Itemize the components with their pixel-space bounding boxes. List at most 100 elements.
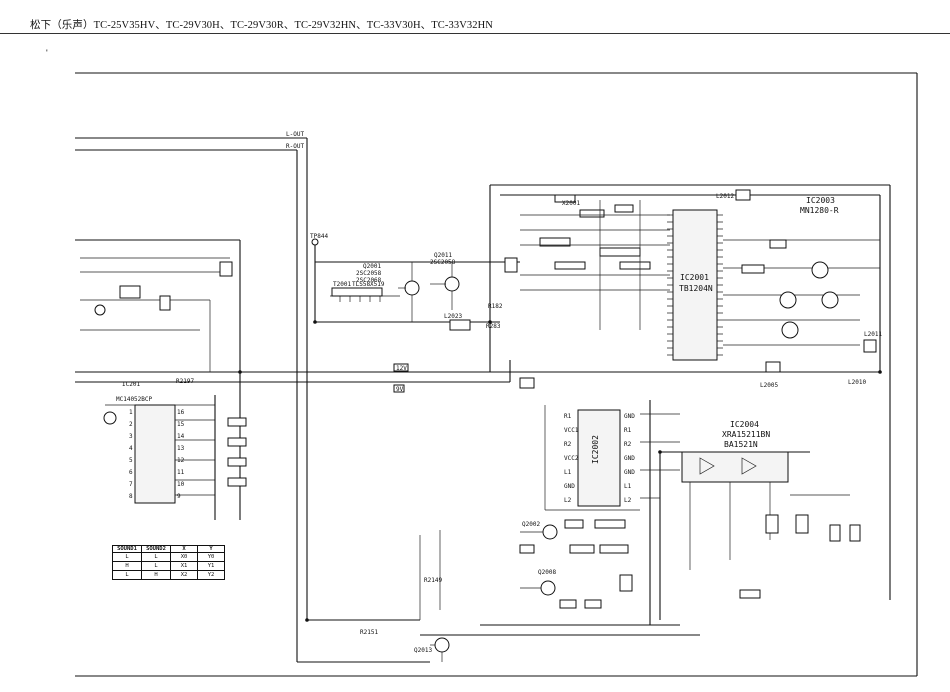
table-cell: Y0 xyxy=(197,552,225,562)
table-row: L L X0 Y0 xyxy=(112,552,225,562)
q2008-transistor xyxy=(520,580,556,596)
r283-label: R283 xyxy=(486,323,501,330)
table-cell: X0 xyxy=(170,552,198,562)
table-cell: Y2 xyxy=(197,570,225,580)
table-header: SOUND1 xyxy=(112,545,142,553)
v12-label: 12V xyxy=(396,365,407,372)
table-header: SOUND2 xyxy=(141,545,171,553)
tls-label: TLS58X519 xyxy=(352,281,385,288)
ic2002-right-pin: GND xyxy=(624,413,635,420)
ic201-right-pin: 16 xyxy=(177,409,185,416)
ic2002-label: IC2002 xyxy=(591,435,600,464)
ic2002-left-pin: L1 xyxy=(564,469,572,476)
page-title: 松下（乐声）TC-25V35HV、TC-29V30H、TC-29V30R、TC-… xyxy=(30,20,493,31)
l2023-label: L2023 xyxy=(444,313,462,320)
ic2002-left-pin: R2 xyxy=(564,441,572,448)
q2013-label: Q2013 xyxy=(414,647,432,654)
junctions xyxy=(238,320,882,622)
ic201-left-pin: 2 xyxy=(129,421,133,428)
ic201-right-pin: 12 xyxy=(177,457,185,464)
tp844-network xyxy=(311,238,400,322)
passive-cluster-top xyxy=(504,194,670,330)
ic201-left-pin: 6 xyxy=(129,469,133,476)
table-row: H L X1 Y1 xyxy=(112,561,225,571)
page-mark: ' xyxy=(46,48,48,58)
q2001-part2: 2SC2068 xyxy=(356,277,382,284)
q2002-label: Q2002 xyxy=(522,521,540,528)
ic2002-left-pin: VCC1 xyxy=(564,427,579,434)
table-cell: H xyxy=(141,570,171,580)
ic2001-part: TB1204N xyxy=(679,284,713,293)
ic201-left-pin: 3 xyxy=(129,433,133,440)
lower-passives xyxy=(419,519,633,620)
frame xyxy=(75,72,918,677)
ic2002-left-pin: L2 xyxy=(564,497,572,504)
ic201-right-pin: 9 xyxy=(177,493,181,500)
ic2002-left-pin: GND xyxy=(564,483,575,490)
ic201-right-pin: 15 xyxy=(177,421,185,428)
table-cell: Y1 xyxy=(197,561,225,571)
table-cell: X1 xyxy=(170,561,198,571)
ic2002-right-pin: R1 xyxy=(624,427,632,434)
ic2002-right-pin: GND xyxy=(624,469,635,476)
ic2003-label: IC2003 xyxy=(806,196,835,205)
table-cell: L xyxy=(141,561,171,571)
ic2004-label: IC2004 xyxy=(730,420,759,429)
l2010-label: L2010 xyxy=(848,379,866,386)
output-buses xyxy=(75,137,430,663)
ic201-left-pin: 1 xyxy=(129,409,133,416)
q2013-transistor xyxy=(430,637,450,662)
table-cell: L xyxy=(141,552,171,562)
ic201-right-pin: 13 xyxy=(177,445,185,452)
sound-truth-table: SOUND1 SOUND2 X Y L L X0 Y0 H L X1 Y1 L … xyxy=(112,545,225,580)
ic2004-chip xyxy=(659,451,861,620)
q2001-label: Q2001 xyxy=(363,263,381,270)
ic2002-right-pin: GND xyxy=(624,455,635,462)
ic201-chip xyxy=(103,395,247,520)
q2008-label: Q2008 xyxy=(538,569,556,576)
ic201-right-pin: 14 xyxy=(177,433,185,440)
ic2004-part2: BA1521N xyxy=(724,440,758,449)
table-header-row: SOUND1 SOUND2 X Y xyxy=(112,545,225,553)
ic201-left-pin: 4 xyxy=(129,445,133,452)
x2001-label: X2001 xyxy=(562,200,580,207)
v9-label: 9V xyxy=(396,386,404,393)
r2151-label: R2151 xyxy=(360,629,378,636)
ic2003-part: MN1280-R xyxy=(800,206,839,215)
q2011-label: Q2011 xyxy=(434,252,452,259)
tp844-label: TP844 xyxy=(310,233,328,240)
ic201-left-pin: 5 xyxy=(129,457,133,464)
ic2002-chip xyxy=(577,409,621,507)
table-cell: L xyxy=(112,552,142,562)
ic201-label: IC201 xyxy=(122,381,140,388)
q2001-transistor xyxy=(398,262,420,322)
ic201-right-pin: 10 xyxy=(177,481,185,488)
r2197-label: R2197 xyxy=(176,378,194,385)
t2001-label: T2001 xyxy=(333,281,351,288)
ic201-left-pin: 7 xyxy=(129,481,133,488)
ic2001-label: IC2001 xyxy=(680,273,709,282)
ic2002-pins-right: GND R1 R2 GND GND L1 L2 xyxy=(624,413,635,504)
ic2002-right-pin: R2 xyxy=(624,441,632,448)
table-header: X xyxy=(170,545,198,553)
ic2004-part1: XRA15211BN xyxy=(722,430,770,439)
l2012-label: L2012 xyxy=(716,193,734,200)
l2005-label: L2005 xyxy=(760,382,778,389)
table-row: L H X2 Y2 xyxy=(112,570,225,580)
v9-tag xyxy=(393,384,405,393)
ic201-part: MC14052BCP xyxy=(116,396,153,403)
r2149-label: R2149 xyxy=(424,577,442,584)
q2011-part: 2SC2058 xyxy=(430,259,456,266)
ic2002-network xyxy=(519,377,680,511)
ic2002-pins-left: R1 VCC1 R2 VCC2 L1 GND L2 xyxy=(564,413,579,504)
l2011-label: L2011 xyxy=(864,331,882,338)
q2011-transistor xyxy=(430,262,460,310)
q2001-part1: 2SC2058 xyxy=(356,270,382,277)
ic201-pins-left: 1 2 3 4 5 6 7 8 xyxy=(129,409,133,500)
r182-label: R182 xyxy=(488,303,503,310)
left-input-network xyxy=(80,257,233,372)
ic201-pins-right: 16 15 14 13 12 11 10 9 xyxy=(177,409,185,500)
ic2002-left-pin: R1 xyxy=(564,413,572,420)
table-cell: X2 xyxy=(170,570,198,580)
